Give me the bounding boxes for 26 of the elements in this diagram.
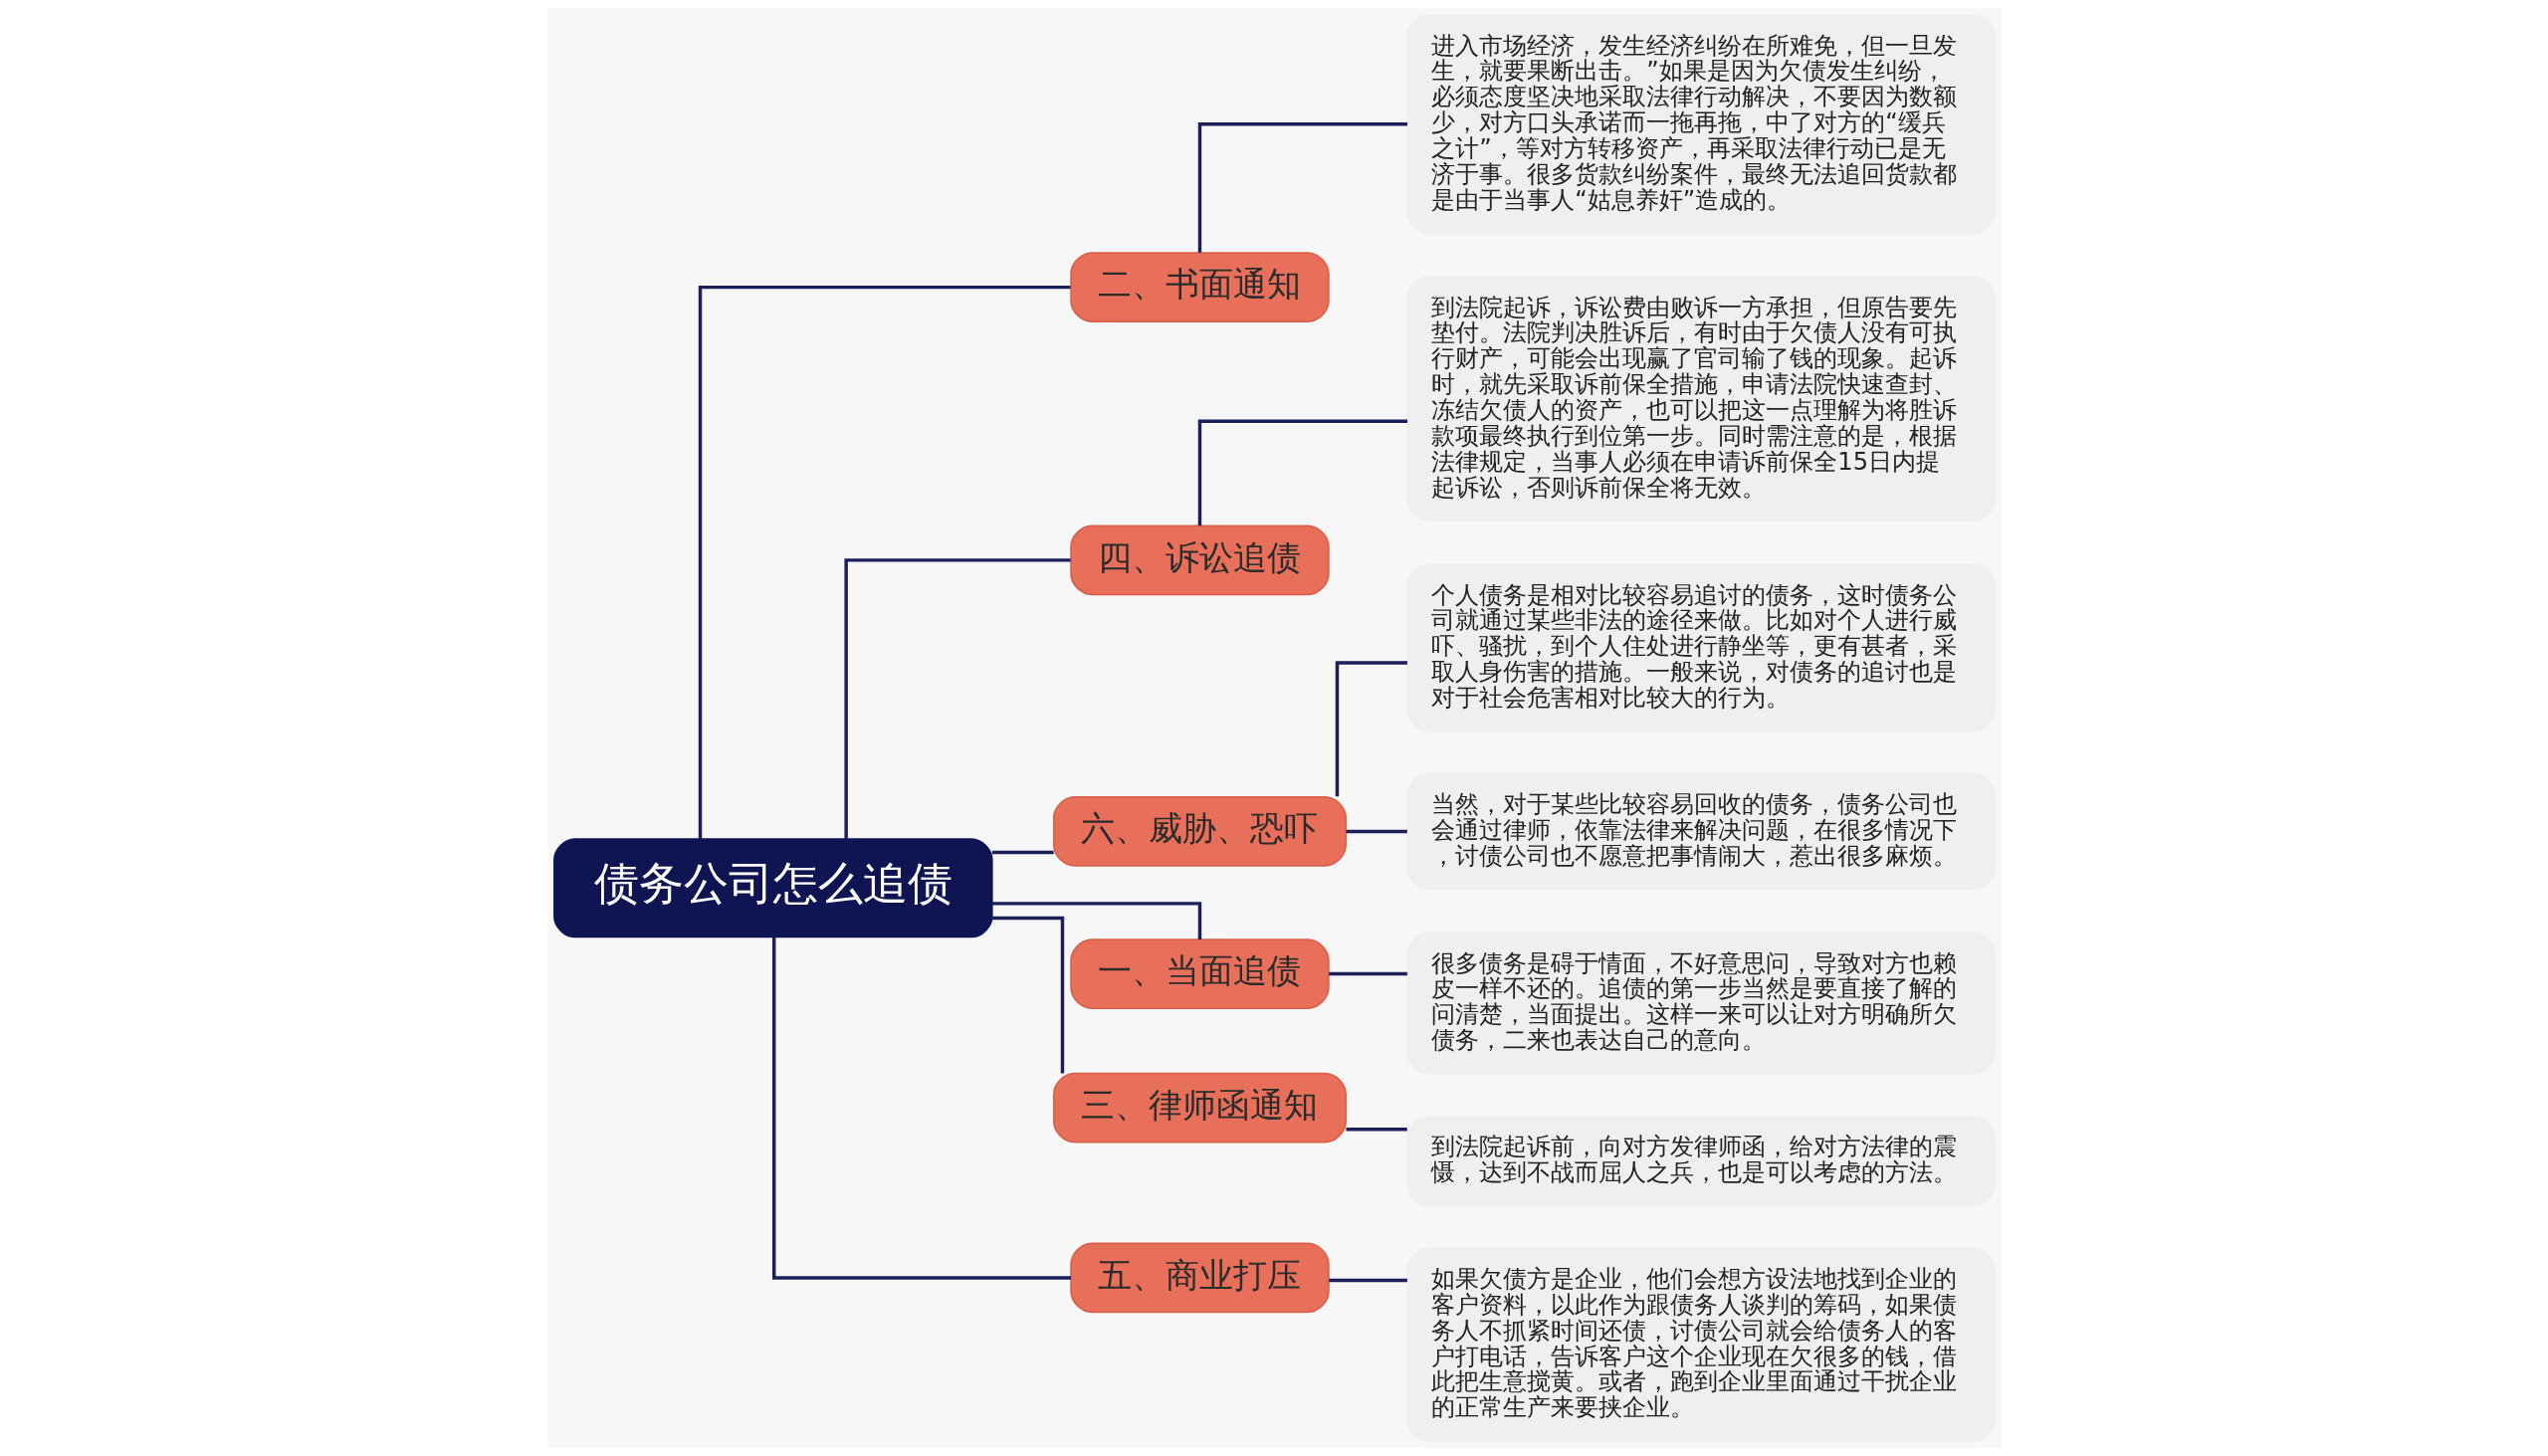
node-box: 二、书面通知 (1069, 252, 1330, 322)
connector (1328, 971, 1407, 976)
connector (1335, 661, 1407, 797)
node-box: 六、威胁、恐吓 (1052, 796, 1347, 867)
connector (1197, 419, 1407, 526)
connector (1346, 1127, 1407, 1132)
connector (991, 850, 1054, 855)
node-box: 四、诉讼追债 (1069, 524, 1330, 596)
connector (1346, 829, 1407, 834)
connector (1197, 122, 1407, 253)
node-box: 债务公司怎么追债 (552, 838, 993, 938)
node-box: 一、当面追债 (1069, 938, 1330, 1009)
node-box: 个人债务是相对比较容易追讨的债务，这时债务公司就通过某些非法的途径来做。比如对个人进行威吓、骚扰，到个人住处进行静坐等，更有甚者，采取人身伤害的措施。一般来说，对债务的追讨也是对于社会危害相对比较大的行为。 (1405, 563, 1996, 732)
node-box: 五、商业打压 (1069, 1242, 1330, 1314)
node-box: 如果欠债方是企业，他们会想方设法地找到企业的客户资料，以此作为跟债务人谈判的筹码，如果债务人不抓紧时间还债，讨债公司就会给债务人的客户打电话，告诉客户这个企业现在欠很多的钱，借此把生意搅黄。或者，跑到企业里面通过干扰企业的正常生产来要挟企业。 (1405, 1247, 1996, 1442)
connector (1328, 1278, 1407, 1283)
connector (843, 558, 1071, 840)
node-box: 三、律师函通知 (1052, 1072, 1347, 1144)
connector (698, 285, 1071, 839)
connector (991, 916, 1064, 1074)
node-box: 当然，对于某些比较容易回收的债务，债务公司也会通过律师，依靠法律来解决问题，在很多情况下，讨债公司也不愿意把事情闹大，惹出很多麻烦。 (1405, 772, 1996, 891)
node-box: 很多债务是碍于情面，不好意思问，导致对方也赖皮一样不还的。追债的第一步当然是要直接了解的问清楚，当面提出。这样一来可以让对方明确所欠债务，二来也表达自己的意向。 (1405, 932, 1996, 1075)
connector (771, 936, 1071, 1280)
node-box: 到法院起诉前，向对方发律师函，给对方法律的震慑，达到不战而屈人之兵，也是可以考虑的方法。 (1405, 1115, 1996, 1207)
node-box: 到法院起诉，诉讼费由败诉一方承担，但原告要先垫付。法院判决胜诉后，有时由于欠债人没有可执行财产，可能会出现赢了官司输了钱的现象。起诉时，就先采取诉前保全措施，申请法院快速查封、冻结欠债人的资产，也可以把这一点理解为将胜诉款项最终执行到位第一步。同时需注意的是，根据法律规定，当事人必须在申请诉前保全15日内提起诉讼，否则诉前保全将无效。 (1405, 276, 1996, 522)
node-box: 进入市场经济，发生经济纠纷在所难免，但一旦发生，就要果断出击。”如果是因为欠债发生纠纷，必须态度坚决地采取法律行动解决，不要因为数额少，对方口头承诺而一拖再拖，中了对方的“缓兵之计”，等对方转移资产，再采取法律行动已是无济于事。很多货款纠纷案件，最终无法追回货款都是由于当事人“姑息养奸”造成的。 (1405, 14, 1996, 235)
